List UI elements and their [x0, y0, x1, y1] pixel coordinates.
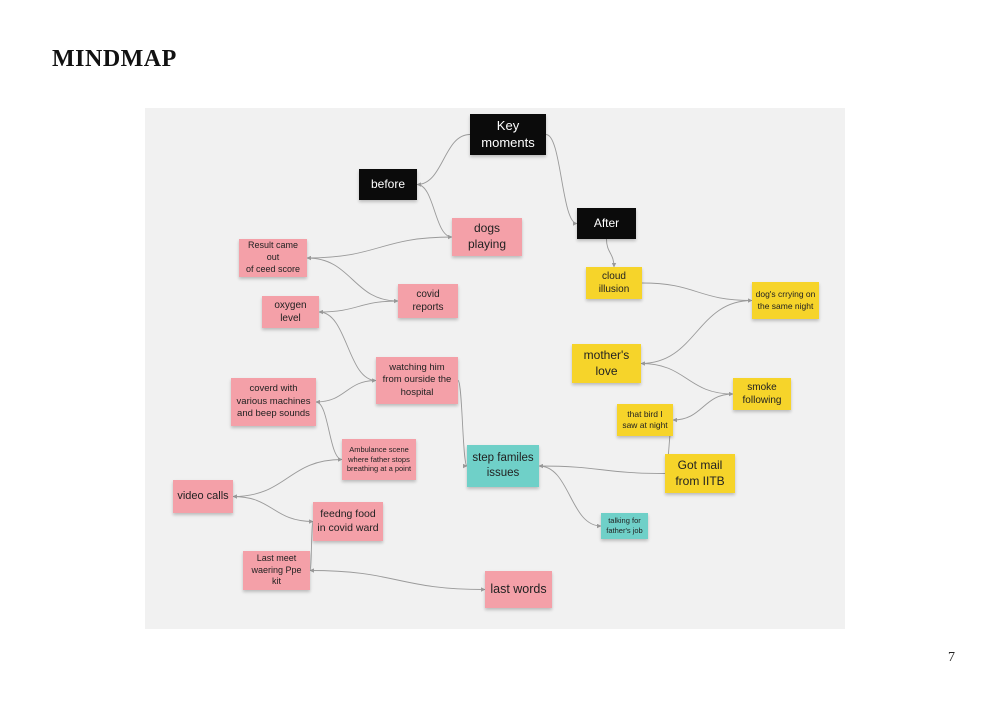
edge-result-to-covid [306, 257, 399, 304]
mindmap-node-mother[interactable]: mother's love [572, 344, 641, 383]
mindmap-node-label: dogs playing [467, 221, 507, 251]
mindmap-node-label: Key moments [481, 117, 535, 150]
mindmap-node-label: mother's love [583, 347, 630, 378]
mindmap-node-label: before [370, 176, 406, 191]
edge-dogs-to-result [306, 236, 453, 261]
mindmap-node-label: cloud illusion [598, 271, 630, 295]
mindmap-node-label: that bird I saw at night [622, 408, 668, 430]
edge-key-to-after [545, 134, 578, 226]
edge-cloud-to-dogscrying [641, 282, 753, 303]
mindmap-node-watching[interactable]: watching him from ourside the hospital [376, 357, 458, 404]
edge-lastmeet-to-lastwords [309, 570, 486, 592]
edge-after-to-cloud [606, 238, 617, 268]
edge-gotmail-to-step [538, 463, 666, 474]
mindmap-node-before[interactable]: before [359, 169, 417, 200]
mindmap-node-lastmeet[interactable]: Last meet waering Ppe kit [243, 551, 310, 590]
mindmap-node-cloud[interactable]: cloud illusion [586, 267, 642, 299]
mindmap-node-label: Result came out of ceed score [245, 240, 301, 274]
edge-key-to-before [416, 134, 471, 187]
mindmap-node-smoke[interactable]: smoke following [733, 378, 791, 410]
edge-ambulance-to-videocalls [232, 459, 343, 499]
edge-mother-to-smoke [640, 363, 734, 397]
mindmap-edges [232, 134, 753, 592]
mindmap-node-feeding[interactable]: feedng food in covid ward [313, 502, 383, 541]
mindmap-node-label: Last meet waering Ppe kit [251, 552, 302, 587]
mindmap-node-label: coverd with various machines and beep so… [236, 383, 311, 420]
mindmap-node-label: talking for father's job [606, 516, 643, 535]
mindmap-node-bird[interactable]: that bird I saw at night [617, 404, 673, 436]
mindmap-node-label: feedng food in covid ward [317, 507, 379, 534]
edge-watching-to-step [457, 380, 468, 469]
mindmap-node-dogs[interactable]: dogs playing [452, 218, 522, 256]
mindmap-node-dogscrying[interactable]: dog's crrying on the same night [752, 282, 819, 319]
mindmap-node-gotmail[interactable]: Got mail from IITB [665, 454, 735, 493]
mindmap-node-label: After [593, 215, 620, 230]
mindmap-node-label: last words [490, 582, 547, 597]
edge-covid-to-oxygen [318, 300, 399, 315]
edge-dogscrying-to-mother [640, 300, 753, 366]
page-title: MINDMAP [52, 46, 177, 72]
edge-smoke-to-bird [672, 393, 734, 423]
mindmap-node-label: Ambulance scene where father stops breat… [346, 444, 412, 474]
mindmap-node-label: video calls [177, 490, 229, 503]
edge-videocalls-to-feeding [232, 496, 314, 524]
mindmap-node-label: oxygen level [274, 300, 307, 324]
mindmap-node-result[interactable]: Result came out of ceed score [239, 239, 307, 277]
mindmap-node-label: watching him from ourside the hospital [382, 361, 452, 398]
mindmap-node-step[interactable]: step familes issues [467, 445, 539, 487]
mindmap-node-key[interactable]: Key moments [470, 114, 546, 155]
mindmap-node-coverd[interactable]: coverd with various machines and beep so… [231, 378, 316, 426]
mindmap-node-videocalls[interactable]: video calls [173, 480, 233, 513]
mindmap-node-lastwords[interactable]: last words [485, 571, 552, 608]
mindmap-node-oxygen[interactable]: oxygen level [262, 296, 319, 328]
edge-step-to-talking [538, 465, 602, 529]
mindmap-node-label: dog's crrying on the same night [755, 289, 816, 311]
edge-before-to-dogs [416, 184, 453, 240]
mindmap-node-talking[interactable]: talking for father's job [601, 513, 648, 539]
edge-feeding-to-lastmeet [309, 521, 315, 573]
edge-oxygen-to-watching [318, 311, 377, 383]
mindmap-node-ambulance[interactable]: Ambulance scene where father stops breat… [342, 439, 416, 480]
mindmap-node-after[interactable]: After [577, 208, 636, 239]
mindmap-node-label: smoke following [742, 382, 782, 406]
mindmap-node-label: covid reports [412, 289, 444, 313]
mindmap-node-label: step familes issues [472, 452, 534, 479]
mindmap-node-label: Got mail from IITB [675, 457, 725, 488]
page-number: 7 [948, 650, 955, 665]
edge-watching-to-coverd [315, 380, 377, 405]
mindmap-node-covid[interactable]: covid reports [398, 284, 458, 318]
edge-coverd-to-ambulance [315, 401, 343, 462]
